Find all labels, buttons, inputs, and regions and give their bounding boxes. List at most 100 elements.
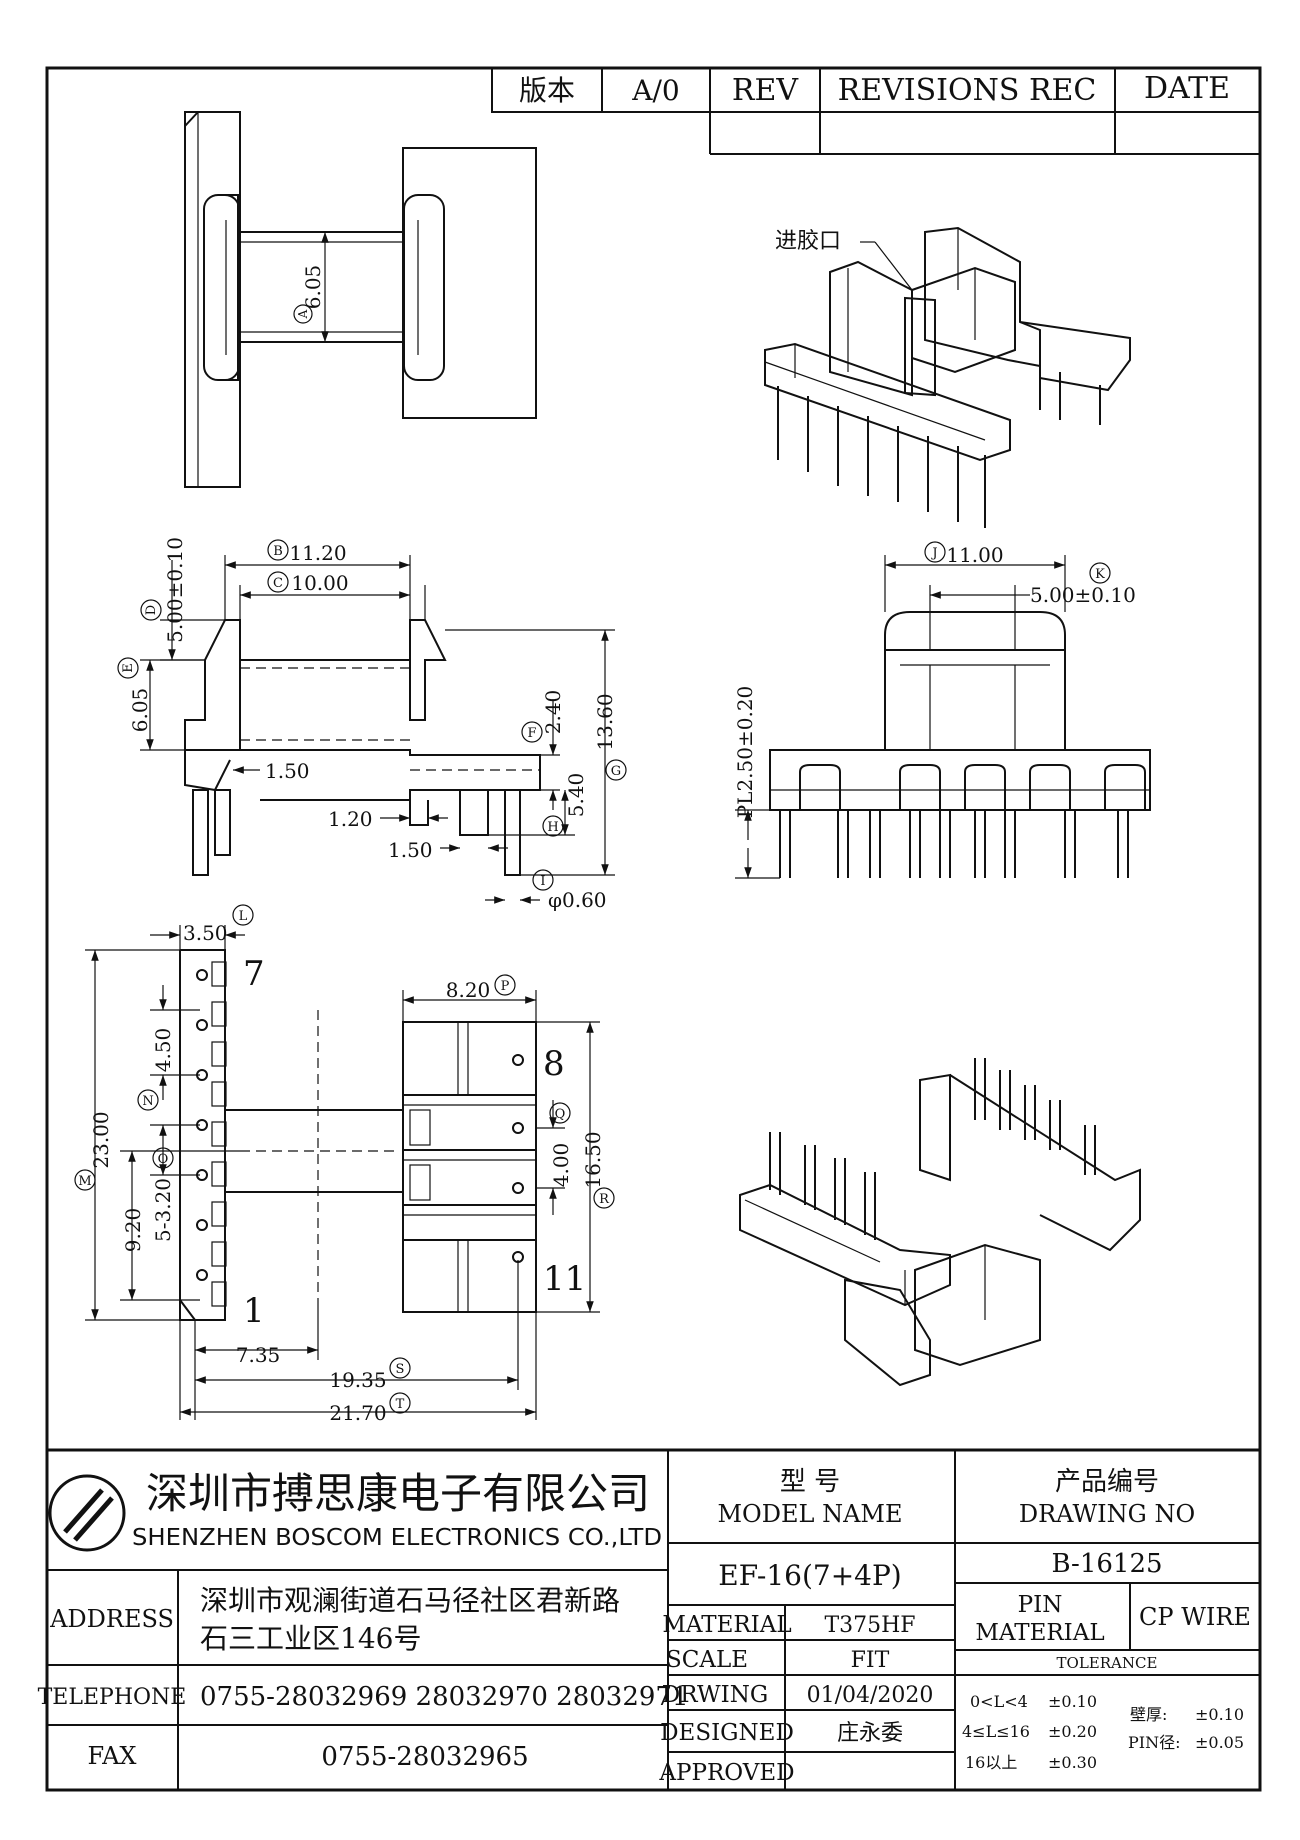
marker-c: C: [273, 576, 283, 591]
pin-1: 1: [243, 1291, 265, 1331]
marker-p: P: [501, 979, 510, 994]
address-line2: 石三工业区146号: [200, 1622, 421, 1655]
dim-pl: PL2.50±0.20: [733, 686, 757, 819]
dim-l: 3.50: [183, 921, 228, 945]
dim-p: 8.20: [446, 978, 491, 1002]
marker-a: A: [296, 309, 310, 319]
drawing-label-en: DRAWING NO: [1019, 1500, 1195, 1528]
pin-material-value: CP WIRE: [1139, 1603, 1251, 1631]
company-name-cn: 深圳市搏思康电子有限公司: [146, 1469, 650, 1518]
rev-version-label: 版本: [519, 74, 575, 107]
model-label-en: MODEL NAME: [717, 1500, 902, 1528]
rev-version-value: A/0: [631, 74, 679, 107]
scale-value: FIT: [851, 1648, 890, 1673]
material-value: T375HF: [824, 1613, 915, 1638]
marker-g: G: [611, 764, 621, 779]
marker-n: N: [142, 1094, 153, 1109]
rev-label: REV: [732, 73, 799, 108]
designed-value: 庄永委: [837, 1721, 903, 1746]
iso-view-bottom: [739, 1058, 1141, 1387]
dim-q: 4.00: [549, 1143, 573, 1188]
designed-label: DESIGNED: [660, 1720, 794, 1746]
front-view: 11.00 J 5.00±0.10 K PL2.50±0.20: [733, 541, 1151, 879]
marker-b: B: [273, 544, 283, 559]
marker-h: H: [547, 820, 558, 835]
gate-callout: 进胶口: [775, 229, 841, 254]
fax-label: FAX: [88, 1742, 137, 1770]
marker-l: L: [239, 909, 248, 924]
dim-n: 4.50: [151, 1028, 175, 1073]
pin-8: 8: [543, 1044, 565, 1084]
scale-label: SCALE: [666, 1647, 748, 1673]
fax-value: 0755-28032965: [321, 1742, 528, 1772]
tol-row3-value: ±0.30: [1048, 1753, 1097, 1772]
dim-f: 2.40: [541, 690, 565, 735]
dim-d: 5.00±0.10: [163, 537, 187, 643]
address-line1: 深圳市观澜街道石马径社区君新路: [200, 1584, 620, 1617]
tolerance-label: TOLERANCE: [1057, 1654, 1158, 1672]
side-view: 11.20 B 10.00 C 5.00±0.10 D 6.05 E 2.40 …: [117, 537, 627, 912]
marker-j: J: [930, 546, 937, 561]
drawing-date-label: DRWING: [662, 1682, 768, 1708]
dim-o: 5-3.20: [151, 1178, 175, 1242]
marker-d: D: [144, 605, 159, 615]
dim-120: 1.20: [328, 807, 373, 831]
tol-row2-range: 4≤L≤16: [962, 1722, 1030, 1741]
tol-row1-range: 0<L<4: [970, 1692, 1028, 1711]
company-name-en: SHENZHEN BOSCOM ELECTRONICS CO.,LTD: [132, 1525, 662, 1551]
model-label-cn: 型 号: [780, 1467, 840, 1497]
revisions-label: REVISIONS REC: [838, 73, 1097, 108]
marker-i: I: [540, 874, 545, 889]
marker-q: Q: [555, 1107, 566, 1122]
dim-j: 11.00: [946, 543, 1003, 567]
top-view: 6.05 A: [184, 111, 537, 488]
drawing-label-cn: 产品编号: [1055, 1467, 1159, 1497]
address-label: ADDRESS: [49, 1605, 174, 1633]
marker-e: E: [121, 663, 136, 673]
date-label: DATE: [1144, 71, 1230, 106]
approved-label: APPROVED: [658, 1760, 794, 1786]
marker-s: S: [396, 1362, 405, 1377]
dim-h: 5.40: [564, 773, 588, 818]
tol-row1-value: ±0.10: [1048, 1692, 1097, 1711]
dim-r: 16.50: [581, 1131, 605, 1188]
title-block: 深圳市搏思康电子有限公司 SHENZHEN BOSCOM ELECTRONICS…: [38, 1448, 1260, 1790]
pin-11: 11: [543, 1259, 586, 1299]
drawing-value: B-16125: [1051, 1549, 1162, 1579]
marker-k: K: [1095, 567, 1105, 582]
dim-t: 21.70: [329, 1401, 386, 1425]
marker-m: M: [78, 1174, 91, 1189]
pin-material-label1: PIN: [1018, 1592, 1063, 1618]
material-label: MATERIAL: [662, 1612, 791, 1638]
tol-row2-value: ±0.20: [1048, 1722, 1097, 1741]
dim-150a: 1.50: [265, 759, 310, 783]
model-value: EF-16(7+4P): [718, 1559, 901, 1592]
marker-o: O: [158, 1152, 169, 1167]
dim-735: 7.35: [236, 1343, 281, 1367]
dim-150b: 1.50: [388, 838, 433, 862]
dim-s: 19.35: [329, 1368, 386, 1392]
bottom-view: 7 1 8 11 3.50 L 23.00: [74, 904, 615, 1425]
dim-m: 23.00: [89, 1111, 113, 1168]
tol-row3-range: 16以上: [965, 1753, 1017, 1772]
dim-g: 13.60: [593, 693, 617, 750]
iso-view-top: 进胶口: [764, 226, 1131, 528]
revision-block: 版本 A/0 REV REVISIONS REC DATE: [491, 67, 1261, 155]
dim-920: 9.20: [121, 1208, 145, 1253]
dim-b: 11.20: [289, 541, 346, 565]
dim-a: 6.05: [301, 265, 325, 310]
wall-value: ±0.10: [1195, 1705, 1244, 1724]
company-logo-icon: [48, 1474, 126, 1552]
dim-e: 6.05: [128, 688, 152, 733]
dim-c: 10.00: [291, 571, 348, 595]
pin-dia-label: PIN径:: [1128, 1733, 1180, 1752]
drawing-date-value: 01/04/2020: [807, 1683, 934, 1708]
telephone-label: TELEPHONE: [38, 1685, 187, 1710]
pin-dia-value: ±0.05: [1195, 1733, 1244, 1752]
marker-r: R: [599, 1192, 610, 1207]
dim-k: 5.00±0.10: [1030, 583, 1136, 607]
marker-t: T: [396, 1397, 405, 1412]
pin-material-label2: MATERIAL: [975, 1620, 1104, 1646]
wall-label: 壁厚:: [1130, 1705, 1167, 1724]
